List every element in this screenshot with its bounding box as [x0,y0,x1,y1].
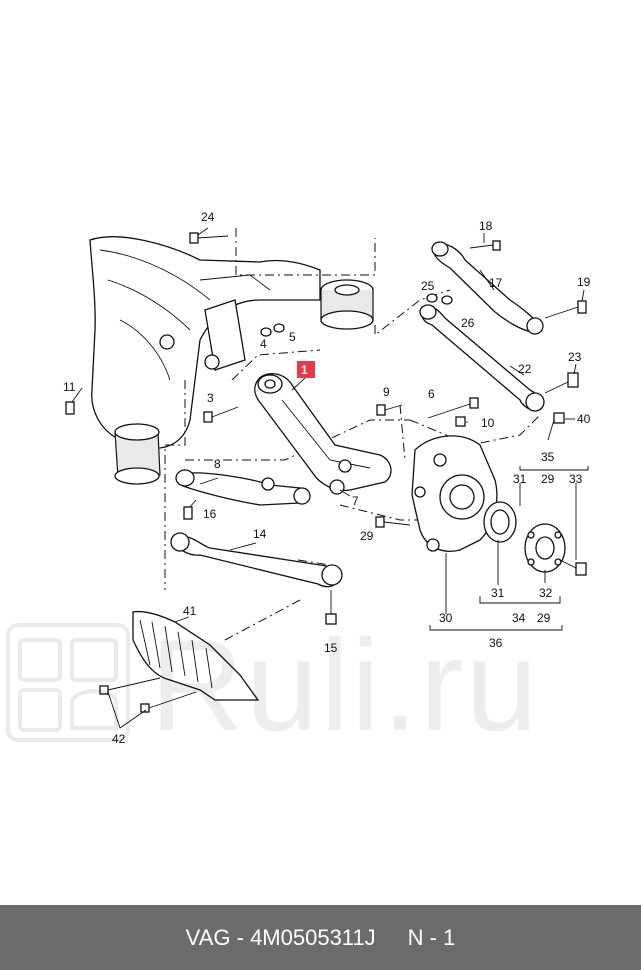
wheel-carrier-30 [411,435,498,552]
bolt-18 [469,240,501,251]
callout-18: 18 [479,219,493,233]
bolt-23 [544,372,579,394]
arm-22 [419,304,545,412]
callout-25: 25 [421,279,435,293]
callout-7: 7 [352,494,359,508]
callout-36: 36 [489,636,503,650]
nut-10 [455,416,466,427]
callout-29-top: 29 [541,472,555,486]
callout-42: 42 [112,732,126,746]
control-arm-14 [170,532,343,588]
callout-31-bottom: 31 [491,586,505,600]
bolt-29 [375,516,411,528]
bolt-24 [189,232,229,244]
watermark-logo-icon [6,623,130,742]
callout-10: 10 [481,416,495,430]
callout-31-top: 31 [513,472,527,486]
callout-14: 14 [253,527,267,541]
wheel-hub-32 [524,523,566,573]
bolt-40 [547,412,565,441]
bolt-19 [544,300,587,319]
watermark-text: Ruli.ru [150,612,540,758]
callout-1: 1 [301,363,308,377]
callout-1-highlight [297,361,315,378]
callout-40: 40 [577,412,591,426]
callout-labels: 3 4 5 6 7 8 9 10 11 14 15 16 17 18 19 22… [63,210,591,746]
callout-8: 8 [214,457,221,471]
control-arm-1 [254,373,392,495]
callout-11: 11 [63,380,76,394]
callout-24: 24 [201,210,215,224]
wheel-bearing-31 [483,501,517,543]
callout-29-left: 29 [360,529,374,543]
callout-29-bottom: 29 [537,611,551,625]
callout-5: 5 [289,330,296,344]
upper-arm-17 [431,241,544,335]
bolts-42 [99,677,197,713]
callout-30: 30 [439,611,453,625]
callout-16: 16 [203,507,217,521]
fasteners [65,232,587,713]
callout-15: 15 [324,641,338,655]
callout-23: 23 [568,350,582,364]
callout-33: 33 [569,472,583,486]
part-number: 4M0505311J [250,924,376,950]
bolt-11 [65,387,83,415]
callout-17: 17 [489,276,503,290]
bolt-6 [427,397,479,419]
part-caption-bar: VAG - 4M0505311J N - 1 [0,905,641,970]
bolt-16 [183,499,197,520]
washers-25-26 [426,293,453,305]
brand-label: VAG [185,924,231,950]
bolt-33 [559,559,587,576]
bolt-15 [325,590,337,625]
diagram-position: N - 1 [407,924,456,950]
subframe-mount [320,279,374,330]
callout-9: 9 [383,385,390,399]
callout-6: 6 [428,387,435,401]
leader-lines [107,227,589,729]
bolt-3 [203,406,239,423]
parts-diagram: 1 3 4 5 6 7 8 9 10 11 14 15 16 17 18 19 … [6,210,591,746]
brand-separator: - [236,924,244,950]
callout-3: 3 [207,391,214,405]
callout-22: 22 [518,362,532,376]
control-arm-8 [175,469,311,506]
callout-32: 32 [539,586,553,600]
washers-4-5 [260,323,285,337]
bolt-9 [376,404,403,416]
callout-26: 26 [461,316,475,330]
callout-34: 34 [512,611,526,625]
callout-41: 41 [183,604,197,618]
subframe [89,236,321,485]
callout-4: 4 [260,337,267,351]
heat-shield-41 [132,610,260,701]
callout-19: 19 [577,275,591,289]
callout-35: 35 [541,450,555,464]
